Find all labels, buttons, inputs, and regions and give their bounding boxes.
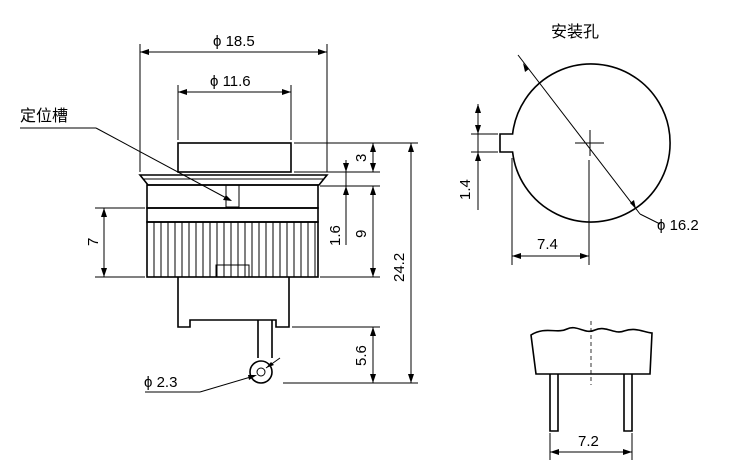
pin-spacing-label: 7.2 bbox=[578, 433, 599, 450]
left-pin bbox=[549, 374, 559, 432]
key-width-label: 1.4 bbox=[457, 179, 474, 200]
pin-hole-label: ϕ 2.3 bbox=[144, 374, 177, 391]
right-pin bbox=[623, 374, 633, 432]
flange bbox=[138, 174, 329, 186]
slot-height-label: 1.6 bbox=[327, 225, 344, 246]
side-body bbox=[530, 326, 653, 375]
mounting-hole-outline bbox=[499, 63, 671, 223]
mounting-hole-view: 安装孔 ϕ 16.2 1.4 7.4 bbox=[457, 22, 699, 265]
body-height-right-label: 9 bbox=[353, 230, 370, 238]
dimension-button-diameter: ϕ 11.6 bbox=[177, 73, 292, 140]
dimension-overall-diameter: ϕ 18.5 bbox=[139, 33, 328, 172]
callout-positioning-slot: 定位槽 bbox=[20, 106, 232, 201]
dimension-body-height-left: 7 bbox=[85, 207, 145, 278]
total-height-label: 24.2 bbox=[391, 253, 408, 282]
button-height-label: 3 bbox=[353, 154, 370, 162]
side-view: 7.2 bbox=[530, 321, 653, 460]
dimension-right-stack: 3 1.6 9 24.2 5.6 bbox=[283, 142, 418, 384]
dimension-pin-hole: ϕ 2.3 bbox=[144, 357, 281, 393]
mounting-hole-title: 安装孔 bbox=[551, 22, 599, 41]
body-ribs bbox=[153, 222, 316, 277]
terminal-eye bbox=[249, 360, 273, 384]
bottom-tab bbox=[215, 264, 250, 278]
terminal-base bbox=[177, 277, 290, 328]
overall-diameter-label: ϕ 18.5 bbox=[213, 33, 255, 50]
upper-body bbox=[146, 184, 319, 209]
front-view bbox=[138, 142, 329, 384]
body-height-left-label: 7 bbox=[85, 238, 102, 246]
terminal-hole bbox=[256, 367, 266, 377]
hole-diameter-label: ϕ 16.2 bbox=[657, 217, 699, 234]
positioning-slot bbox=[225, 184, 240, 208]
button-cap bbox=[177, 142, 292, 173]
ribbed-body bbox=[146, 221, 319, 278]
terminal-length-label: 5.6 bbox=[353, 345, 370, 366]
positioning-slot-label: 定位槽 bbox=[20, 106, 68, 125]
button-diameter-label: ϕ 11.6 bbox=[210, 73, 251, 90]
rib-band bbox=[146, 207, 319, 223]
terminal-pin bbox=[257, 320, 273, 358]
key-offset-label: 7.4 bbox=[537, 236, 558, 253]
